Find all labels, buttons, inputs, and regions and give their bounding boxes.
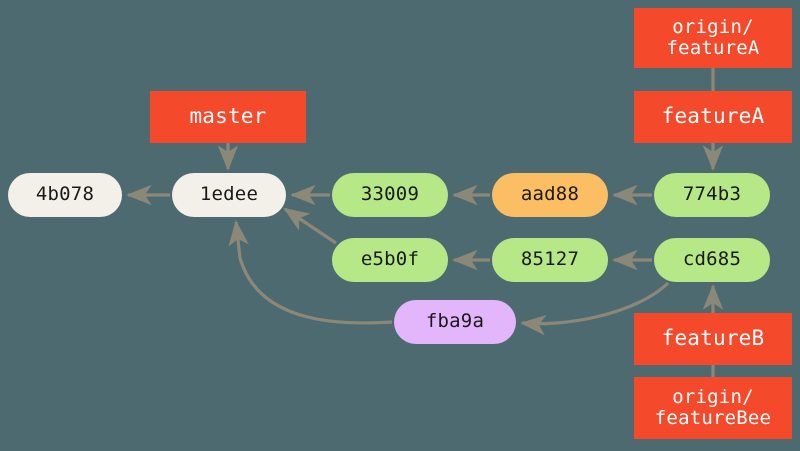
ref-label-featureB[interactable]: featureB: [634, 313, 792, 365]
ref-label-text: master: [189, 104, 267, 129]
commit-label: 33009: [360, 183, 420, 206]
ref-label-master[interactable]: master: [150, 91, 306, 143]
commit-label: aad88: [520, 183, 580, 206]
commit-node-cd685[interactable]: cd685: [654, 238, 770, 282]
commit-label: 774b3: [682, 183, 742, 206]
commit-node-1edee[interactable]: 1edee: [172, 173, 286, 217]
commit-node-aad88[interactable]: aad88: [492, 173, 608, 217]
ref-label-origin-featureA[interactable]: origin/ featureA: [634, 8, 792, 68]
commit-node-fba9a[interactable]: fba9a: [394, 300, 516, 344]
commit-label: fba9a: [425, 310, 485, 333]
commit-node-e5b0f[interactable]: e5b0f: [332, 238, 448, 282]
ref-label-text: origin/ featureBee: [654, 385, 772, 429]
ref-label-text: featureA: [661, 104, 765, 129]
commit-label: e5b0f: [360, 248, 420, 271]
ref-label-featureA[interactable]: featureA: [634, 91, 792, 143]
commit-node-85127[interactable]: 85127: [492, 238, 608, 282]
commit-label: 1edee: [199, 183, 259, 206]
ref-label-text: origin/ featureA: [666, 15, 760, 59]
commit-node-33009[interactable]: 33009: [332, 173, 448, 217]
commit-label: 85127: [520, 248, 580, 271]
commit-node-4b078[interactable]: 4b078: [8, 173, 122, 217]
commit-label: cd685: [682, 248, 742, 271]
commit-label: 4b078: [35, 183, 95, 206]
ref-label-text: featureB: [661, 326, 765, 351]
edge-e5b0f-to-1edee: [283, 207, 337, 245]
commit-node-774b3[interactable]: 774b3: [654, 173, 770, 217]
ref-label-origin-featureBee[interactable]: origin/ featureBee: [634, 377, 792, 439]
